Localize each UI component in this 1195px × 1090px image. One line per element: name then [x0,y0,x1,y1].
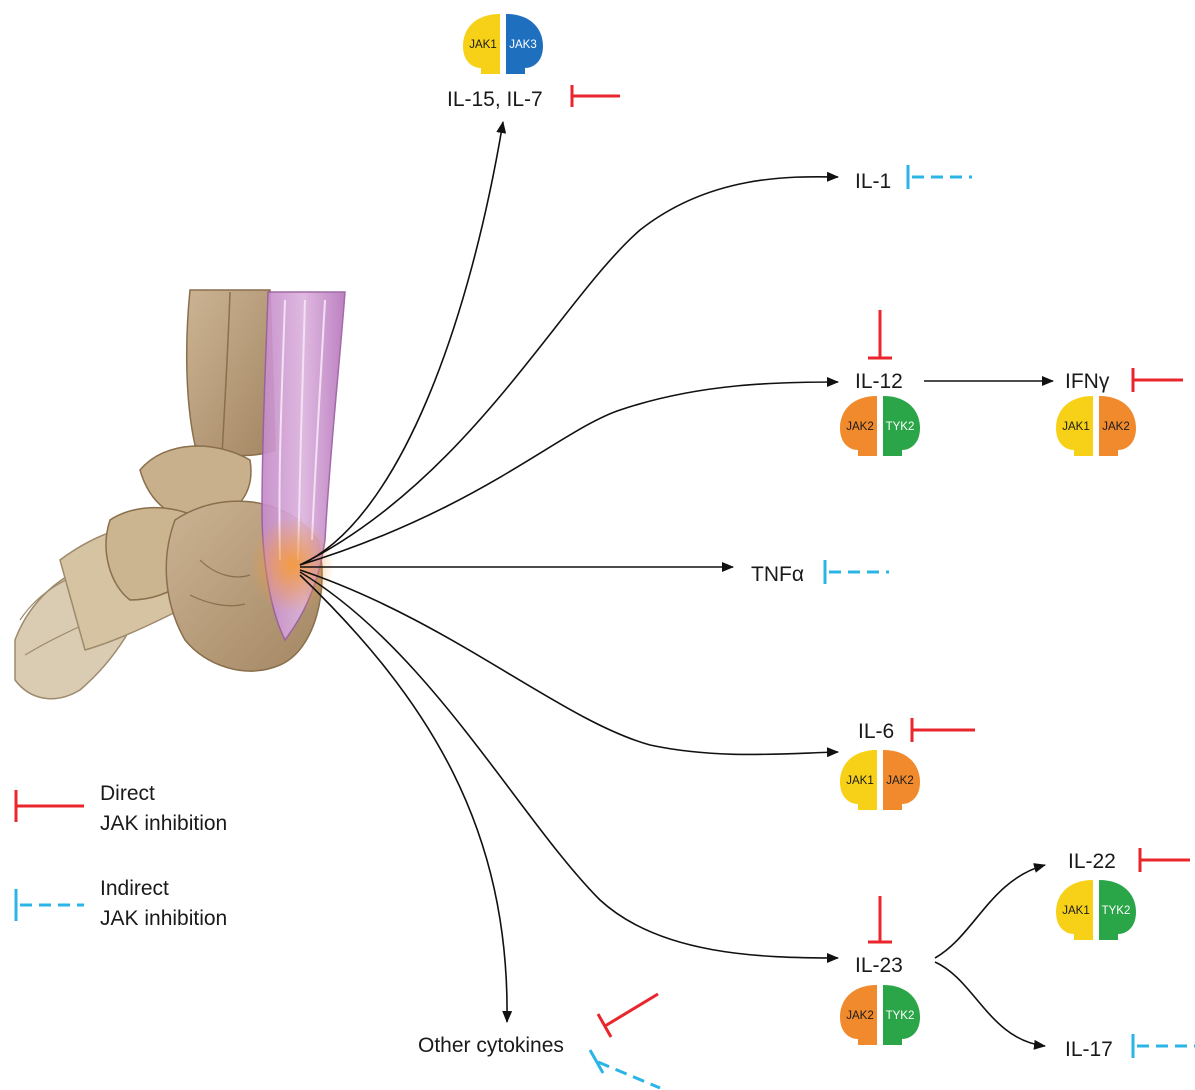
arrow-to-il1 [300,177,838,565]
jak-label: JAK2 [846,421,874,433]
jak-pair-il22: JAK1 TYK2 [1056,880,1136,940]
indirect-inhibition-other [590,1050,660,1088]
indirect-inhibition-il1 [908,165,972,189]
legend-indirect-symbol [16,889,84,921]
legend-indirect-line1: Indirect [100,877,169,900]
cytokine-labels: IL-15, IL-7 IL-1 IL-12 IFNγ TNFα IL-6 IL… [418,88,1116,1061]
arrow-to-il12 [300,382,838,565]
legend: Direct JAK inhibition Indirect JAK inhib… [16,782,227,930]
direct-inhibition-il12 [868,310,892,358]
direct-inhibition-il22 [1140,848,1190,872]
label-il1: IL-1 [855,170,891,193]
direct-inhibition-il23 [868,896,892,942]
label-tnfa: TNFα [751,563,804,586]
arrow-il23-to-il17 [935,962,1045,1046]
foot-illustration [15,290,345,699]
label-other-cytokines: Other cytokines [418,1034,564,1057]
direct-inhibition-other [598,994,658,1037]
jak-label: JAK1 [469,39,497,51]
jak-pair-il12: JAK2 TYK2 [840,396,920,456]
legend-indirect-line2: JAK inhibition [100,907,227,930]
arrow-to-other [300,575,507,1022]
jak-label: JAK1 [846,775,874,787]
indirect-inhibition-tnfa [825,560,889,584]
jak-pair-ifng: JAK1 JAK2 [1056,396,1136,456]
jak-label: TYK2 [886,421,915,433]
jak-label: JAK1 [1062,905,1090,917]
label-il12: IL-12 [855,370,903,393]
legend-direct-symbol [16,790,84,822]
jak-label: JAK1 [1062,421,1090,433]
label-ifng: IFNγ [1065,370,1110,393]
legend-direct-line1: Direct [100,782,155,805]
jak-pair-il23: JAK2 TYK2 [840,985,920,1045]
label-il17: IL-17 [1065,1038,1113,1061]
label-il6: IL-6 [858,720,894,743]
jak-label: JAK2 [886,775,914,787]
jak-label: TYK2 [1102,905,1131,917]
jak-label: JAK2 [1102,421,1130,433]
jak-pair-il6: JAK1 JAK2 [840,750,920,810]
direct-inhibition-il6 [912,718,975,742]
legend-direct-line2: JAK inhibition [100,812,227,835]
jak-label: JAK3 [509,39,537,51]
jak-label: TYK2 [886,1010,915,1022]
indirect-inhibition-il17 [1133,1034,1195,1058]
jak-label: JAK2 [846,1010,874,1022]
cytokine-arrows [300,122,1053,1046]
direct-inhibition-il15 [572,85,620,107]
jak-pair-il15: JAK1 JAK3 [463,14,543,74]
direct-inhibition-ifng [1133,368,1183,392]
arrow-to-il23 [300,572,838,958]
label-il23: IL-23 [855,954,903,977]
arrow-il23-to-il22 [935,865,1045,958]
label-il22: IL-22 [1068,850,1116,873]
label-il15-il7: IL-15, IL-7 [447,88,543,111]
